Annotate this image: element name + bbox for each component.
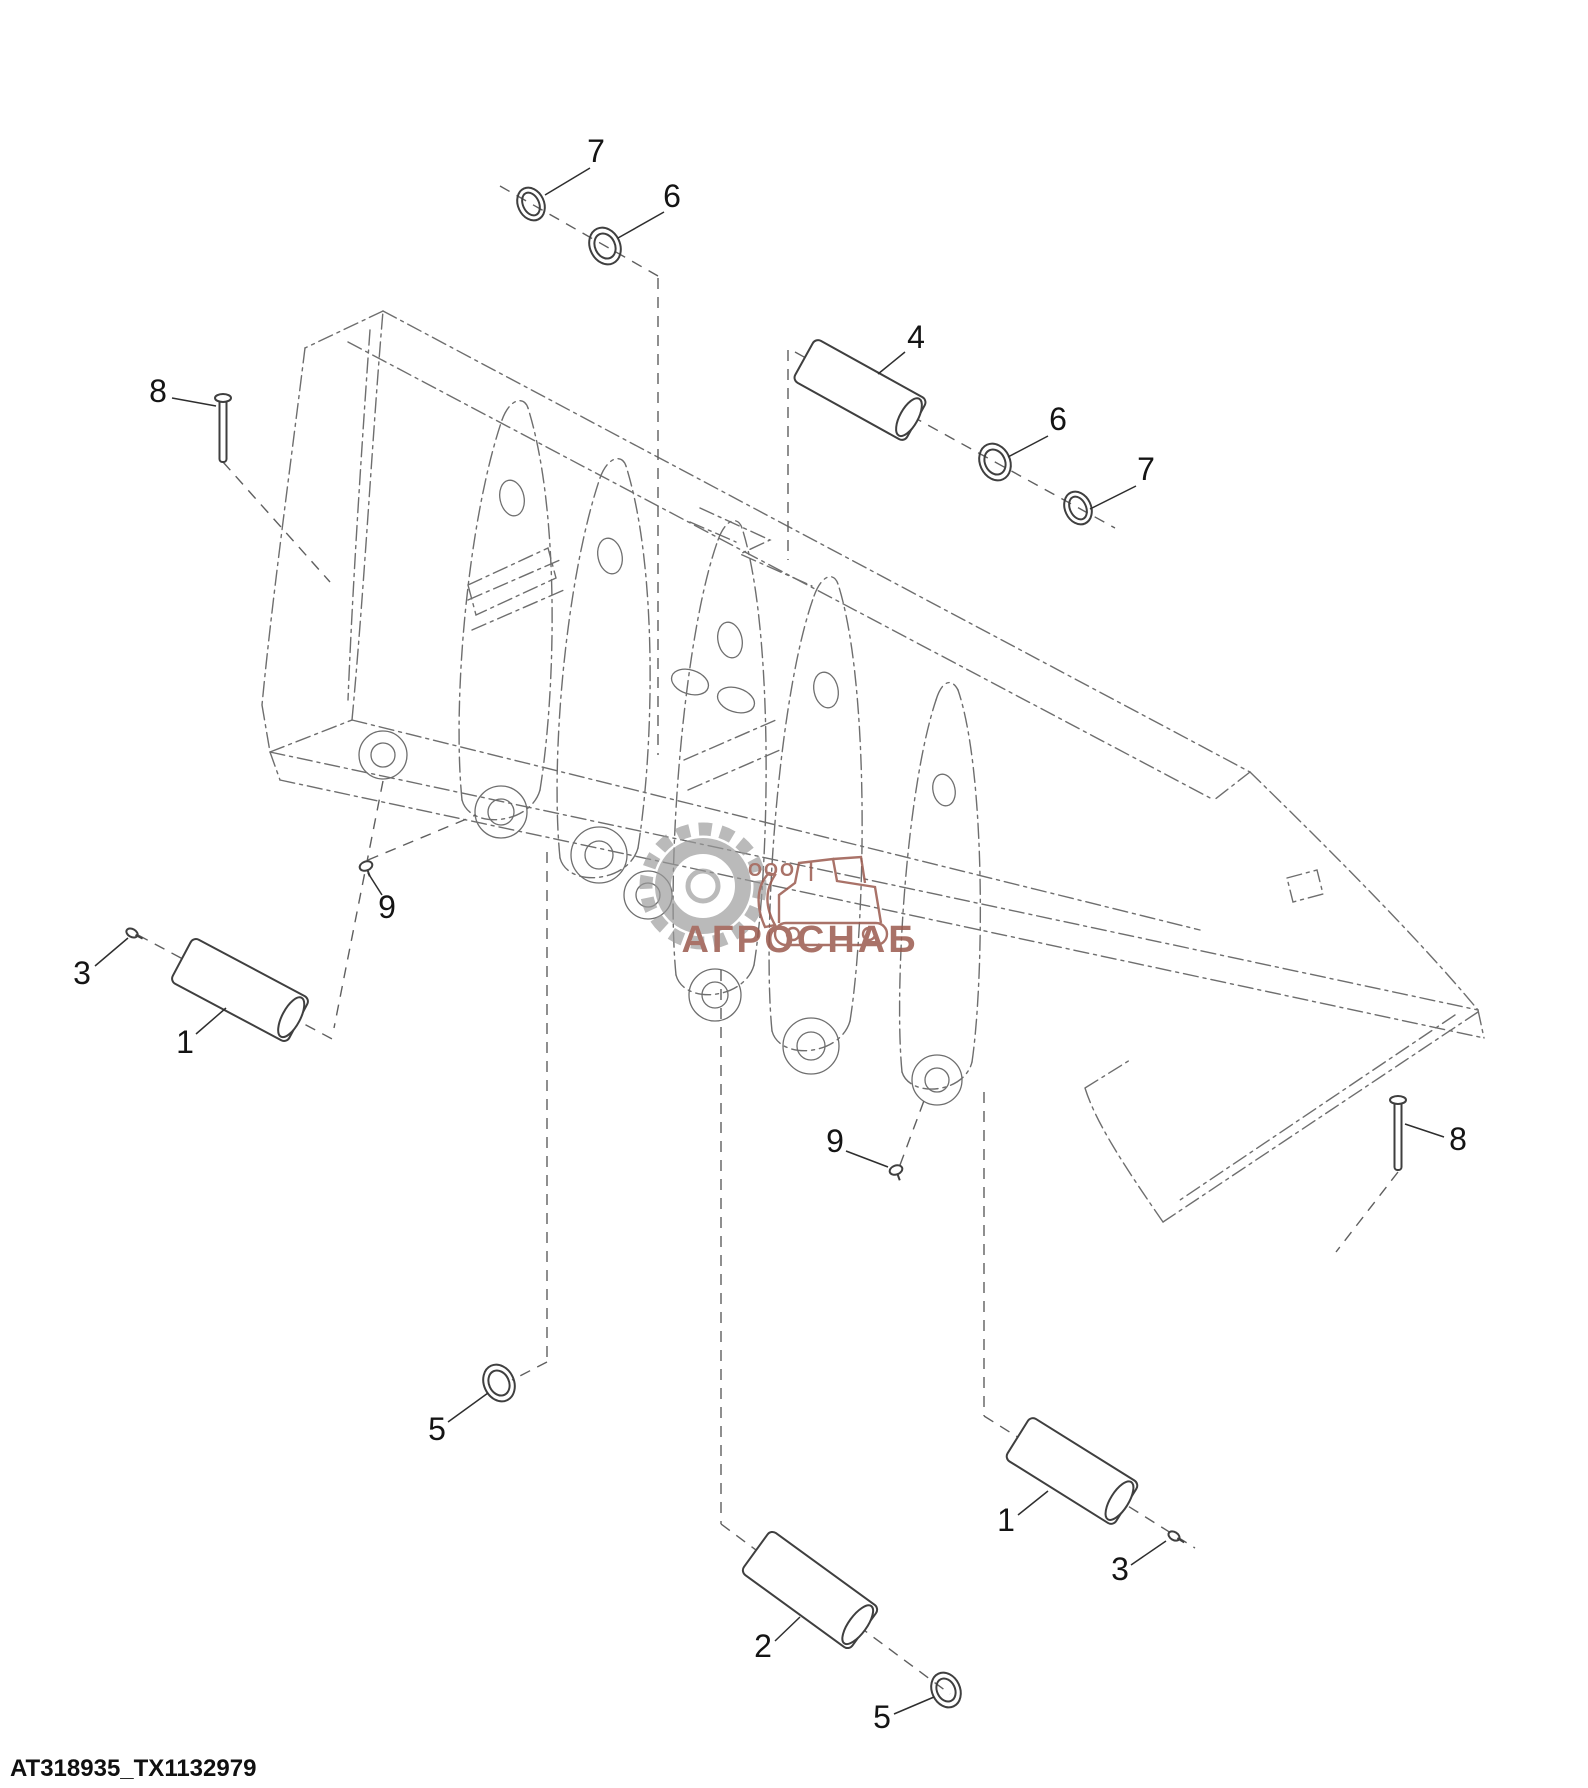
callout-8-right: 8 [1449,1121,1467,1157]
callout-9-right: 9 [826,1123,844,1159]
pin-2 [741,1530,879,1650]
oring-7-right [1063,490,1093,526]
callout-9-left: 9 [378,889,396,925]
watermark-company-name: АГРОСНАБ [681,919,918,961]
callout-4: 4 [907,319,925,355]
callout-1-right: 1 [997,1502,1015,1538]
bolt-9-right [888,1164,904,1181]
oring-7-top [516,186,546,222]
cotter-pin-8-left [214,393,232,463]
small-pin-3-right [1167,1530,1185,1544]
watermark: ООО АГРОСНАБ [639,822,918,961]
small-pin-3-left [125,927,144,940]
oring-6-top [588,226,622,266]
oring-6-right [978,442,1012,482]
callout-5-left: 5 [428,1411,446,1447]
watermark-company-prefix: ООО [748,860,796,880]
tractor-logo-icon [757,855,889,947]
drawing-code: AT318935_TX1132979 [10,1755,256,1782]
callout-3-left: 3 [73,955,91,991]
oring-5-left [482,1363,516,1403]
callout-8-left: 8 [149,373,167,409]
pin-1-right [1005,1417,1139,1525]
bucket-outline [261,310,1485,1223]
oring-5-bottom [930,1671,962,1709]
pin-4 [793,339,927,441]
bolt-9-left [358,860,374,877]
callout-1-left: 1 [176,1024,194,1060]
callout-2: 2 [754,1628,772,1664]
pin-1-left [171,938,309,1042]
callout-5-bottom: 5 [873,1699,891,1735]
callout-7-top: 7 [587,133,605,169]
leader-lines [94,167,1445,1715]
callout-7-right: 7 [1137,451,1155,487]
callout-6-right: 6 [1049,401,1067,437]
callout-6-top: 6 [663,178,681,214]
cotter-pin-8-right [1389,1095,1407,1171]
callout-3-right: 3 [1111,1551,1129,1587]
coupler-arms [458,400,982,1090]
